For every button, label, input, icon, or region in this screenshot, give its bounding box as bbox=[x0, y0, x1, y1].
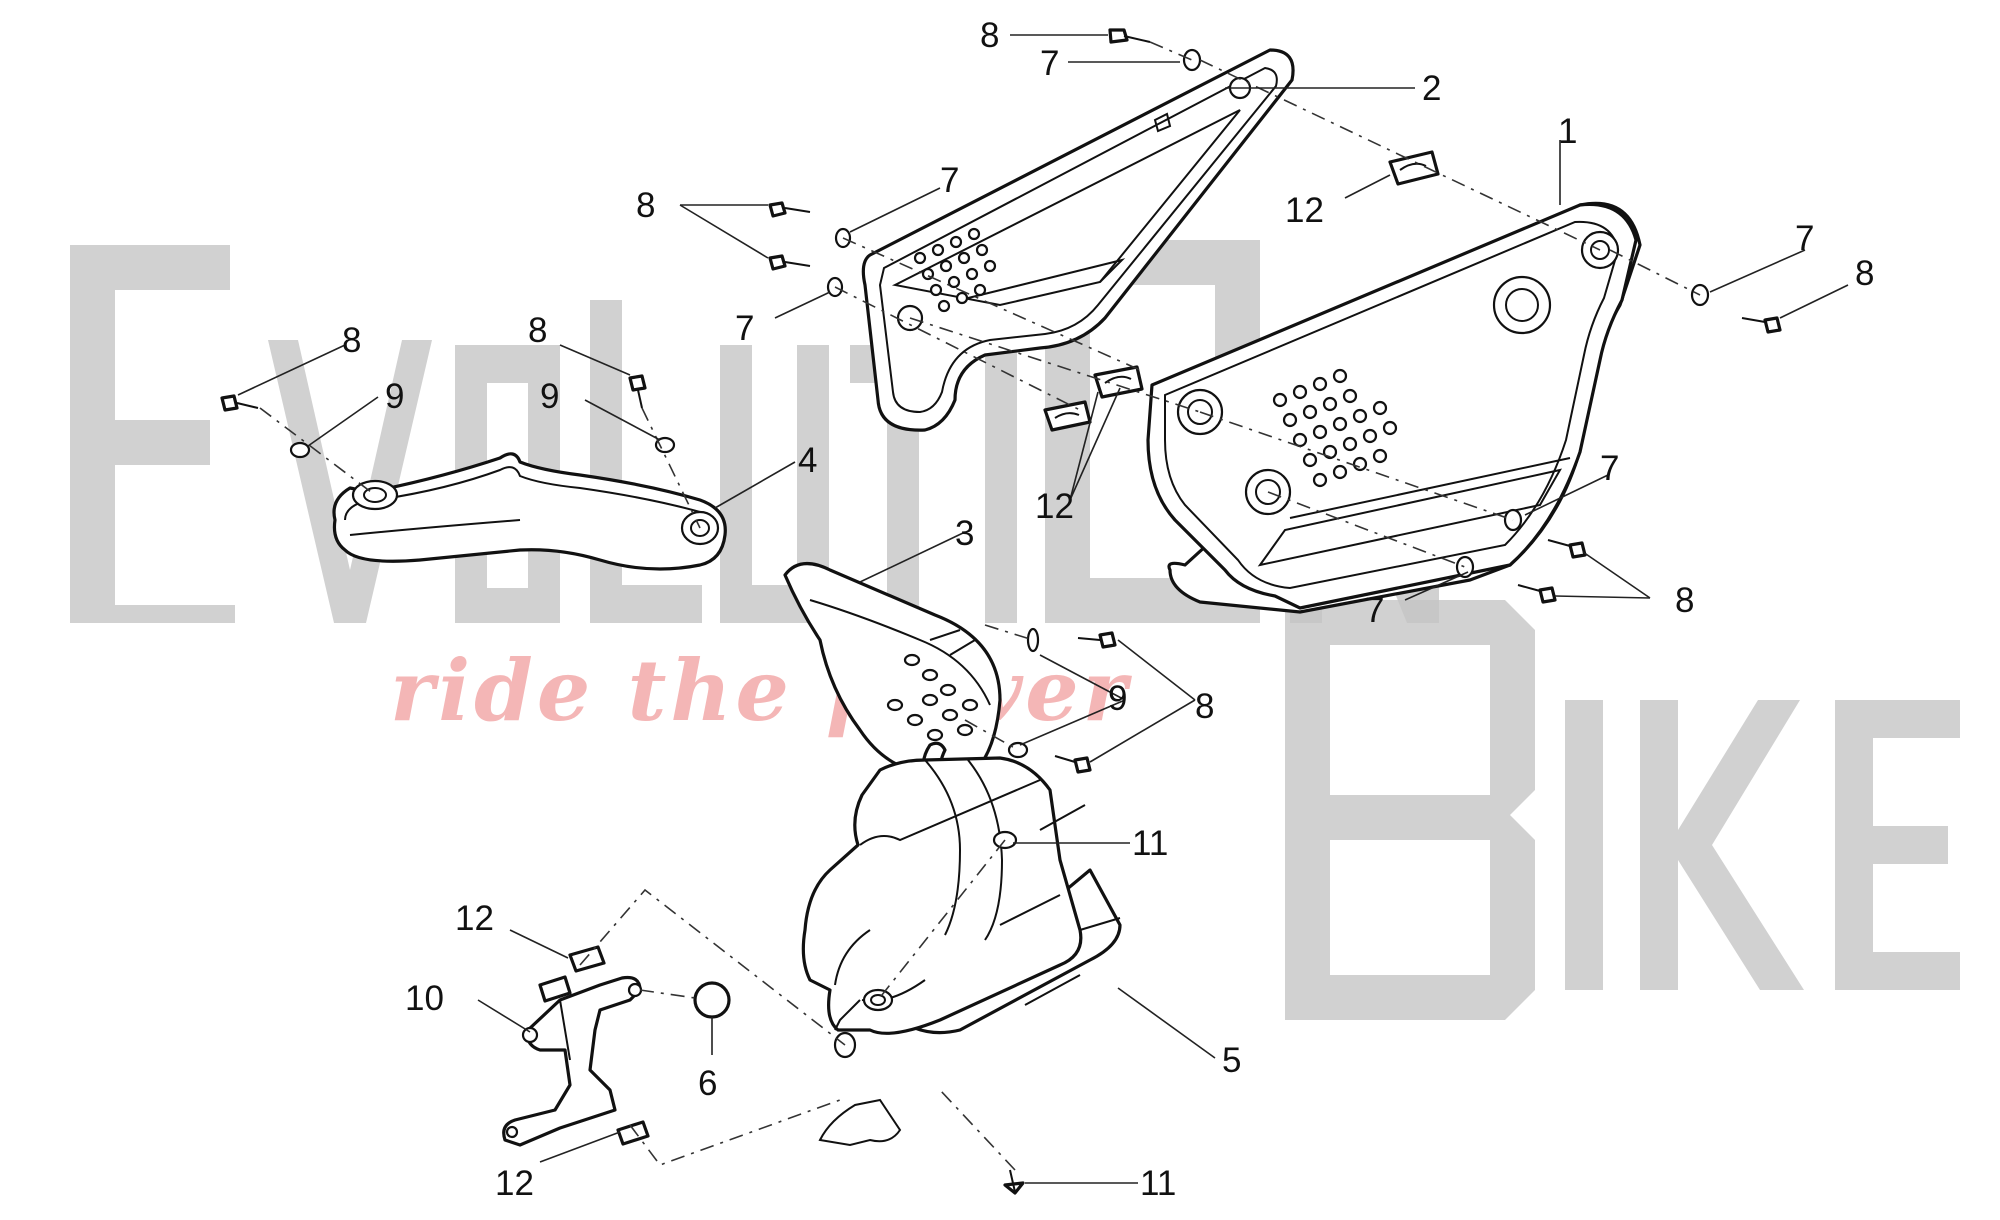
assembly-dash-lines bbox=[259, 41, 1701, 1171]
watermark-letter-e-2 bbox=[1835, 700, 1960, 990]
callout-1: 1 bbox=[1558, 112, 1577, 151]
fasteners bbox=[220, 28, 1782, 1195]
callout-6: 6 bbox=[698, 1064, 717, 1103]
watermark-letter-i-2 bbox=[1565, 700, 1603, 990]
callout-7-a: 7 bbox=[1040, 44, 1059, 83]
watermark-letter-i bbox=[985, 345, 1017, 623]
watermark-letter-e bbox=[70, 245, 235, 623]
callout-9-a: 9 bbox=[385, 377, 404, 416]
callout-8-f: 8 bbox=[528, 311, 547, 350]
callout-11-a: 11 bbox=[1132, 824, 1168, 863]
callout-12-d: 12 bbox=[495, 1164, 534, 1203]
part-10-mounting-bracket bbox=[502, 975, 643, 1147]
vent-holes-panel-2 bbox=[913, 227, 997, 313]
callout-8-b: 8 bbox=[636, 186, 655, 225]
callout-12-c: 12 bbox=[455, 899, 494, 938]
callout-8-c: 8 bbox=[1855, 254, 1874, 293]
callout-7-c: 7 bbox=[735, 309, 754, 348]
callout-8-g: 8 bbox=[1195, 687, 1214, 726]
callout-8-e: 8 bbox=[342, 321, 361, 360]
callout-12-b: 12 bbox=[1035, 487, 1074, 526]
callout-4: 4 bbox=[798, 441, 817, 480]
watermark-tagline: ride the power bbox=[390, 641, 1133, 740]
callout-numbers: 1 2 3 4 5 6 7 7 7 7 7 7 8 8 8 8 8 8 8 9 … bbox=[342, 16, 1874, 1203]
part-5-exhaust-shroud bbox=[801, 756, 1122, 1147]
watermark-letter-l bbox=[590, 300, 702, 623]
watermark-letter-t bbox=[850, 345, 955, 623]
leader-lines bbox=[237, 34, 1849, 1184]
callout-7-d: 7 bbox=[1795, 219, 1814, 258]
callout-7-e: 7 bbox=[1600, 449, 1619, 488]
callout-2: 2 bbox=[1422, 69, 1441, 108]
part-12-spring-clips bbox=[538, 150, 1440, 1146]
callout-10: 10 bbox=[405, 979, 444, 1018]
callout-9-c: 9 bbox=[1108, 679, 1127, 718]
callout-7-b: 7 bbox=[940, 161, 959, 200]
callout-11-b: 11 bbox=[1140, 1164, 1176, 1203]
callout-12-a: 12 bbox=[1285, 191, 1324, 230]
watermark-letter-v bbox=[268, 340, 432, 623]
part-4-heat-shield bbox=[332, 452, 727, 571]
part-3-exhaust-guard bbox=[783, 562, 1002, 792]
callout-8-a: 8 bbox=[980, 16, 999, 55]
callout-7-f: 7 bbox=[1365, 591, 1384, 630]
callout-9-b: 9 bbox=[540, 377, 559, 416]
watermark-letter-big-b bbox=[1285, 600, 1535, 1020]
callout-8-d: 8 bbox=[1675, 581, 1694, 620]
callout-5: 5 bbox=[1222, 1041, 1241, 1080]
watermark-letter-u bbox=[720, 345, 829, 623]
watermark-letter-k bbox=[1640, 700, 1804, 990]
part-1-outer-side-cover bbox=[1146, 201, 1642, 614]
callout-3: 3 bbox=[955, 514, 974, 553]
part-2-inner-side-panel bbox=[861, 48, 1295, 432]
part-6-rubber-cap bbox=[693, 981, 731, 1019]
